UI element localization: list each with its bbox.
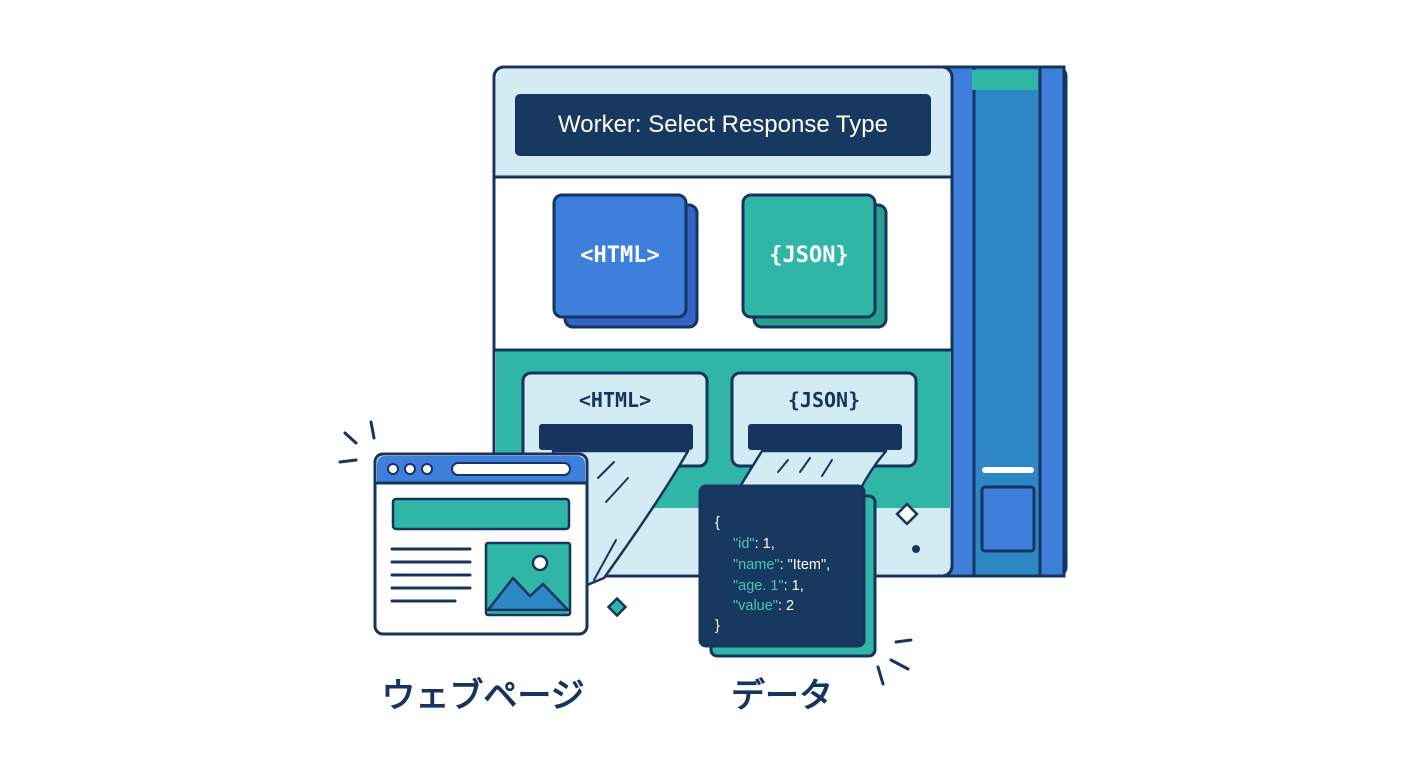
webpage-caption: ウェブページ <box>381 676 585 716</box>
side-indicator-light <box>982 467 1034 473</box>
json-key: "age. 1" <box>733 578 784 594</box>
json-value: : 1, <box>754 536 775 552</box>
panel-title: Worker: Select Response Type <box>558 111 888 138</box>
sparkle-lines-left <box>338 420 376 464</box>
json-data-card <box>698 484 877 658</box>
status-dot <box>912 545 920 553</box>
json-line: "value": 2 <box>733 597 794 615</box>
json-paper-sheet <box>736 449 888 492</box>
json-value: : 2 <box>777 598 795 614</box>
json-value: : 1, <box>783 578 804 594</box>
json-line: "name": "Item", <box>733 556 830 574</box>
json-slot-opening <box>748 424 902 450</box>
data-caption: データ <box>731 676 833 716</box>
panel-title-bar <box>515 94 931 156</box>
json-line: "id": 1, <box>733 535 775 553</box>
json-value: : "Item", <box>779 557 831 573</box>
image-placeholder-icon <box>484 541 572 617</box>
html-slot-opening <box>539 424 693 450</box>
sparkle-diamonds <box>606 502 919 618</box>
json-key: "name" <box>733 557 780 573</box>
json-open-brace: { <box>715 515 720 531</box>
json-slot-label: {JSON} <box>787 388 861 412</box>
json-line: "age. 1": 1, <box>733 577 804 595</box>
json-select-button-label[interactable]: {JSON} <box>769 243 849 268</box>
html-slot-label: <HTML> <box>578 388 652 412</box>
json-key: "id" <box>733 536 755 552</box>
html-select-button-label[interactable]: <HTML> <box>580 243 660 268</box>
json-key: "value" <box>733 598 778 614</box>
sparkle-lines-right <box>876 638 913 686</box>
json-select-button-shape[interactable] <box>741 193 888 329</box>
html-select-button-shape[interactable] <box>552 193 699 329</box>
machine-side-panel <box>934 65 1068 578</box>
side-button[interactable] <box>980 485 1036 553</box>
json-close-brace: } <box>715 618 720 634</box>
